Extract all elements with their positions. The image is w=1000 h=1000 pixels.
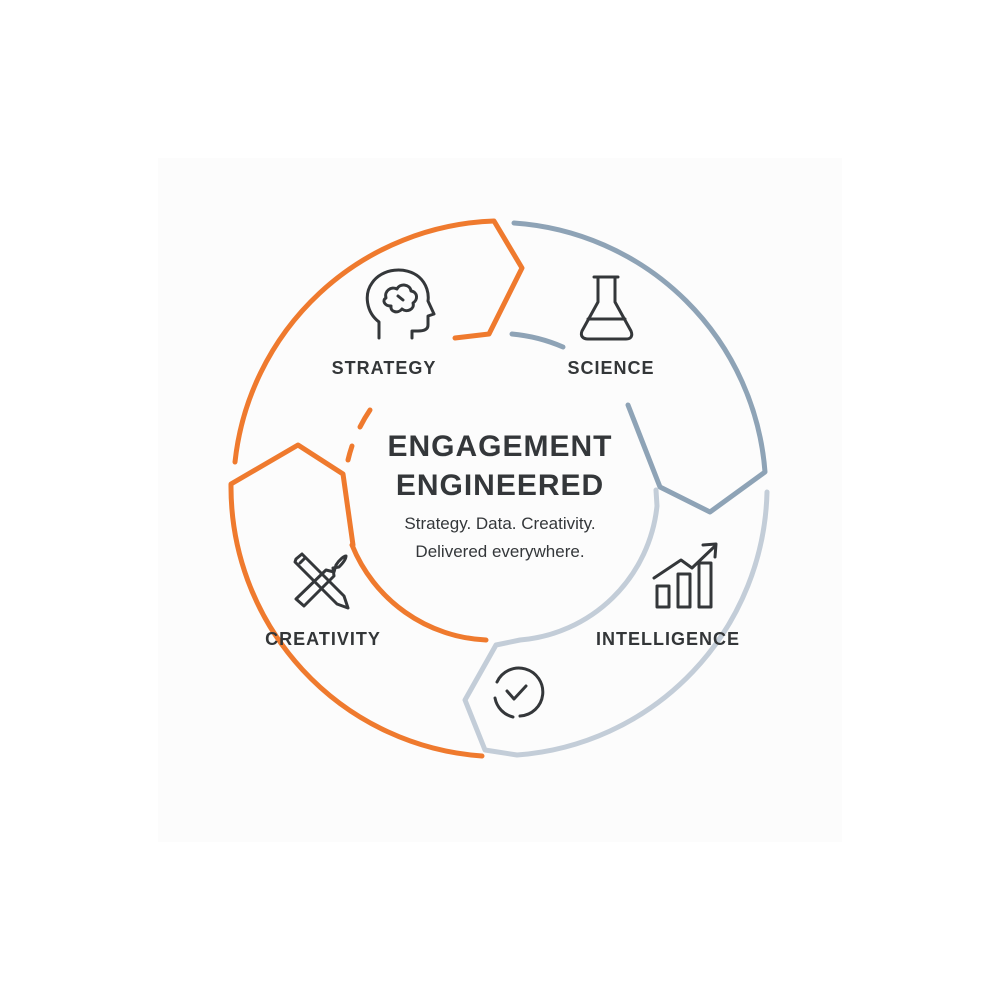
segment-label-intelligence: INTELLIGENCE bbox=[595, 629, 740, 649]
outer-arc-intelligence bbox=[462, 487, 770, 758]
segment-label-science: SCIENCE bbox=[567, 358, 655, 378]
head-brain-icon bbox=[365, 268, 436, 340]
center-subtitle-line-1: Strategy. Data. Creativity. bbox=[404, 514, 596, 533]
outer-arc-science bbox=[511, 220, 768, 515]
bar-chart-trend-icon bbox=[652, 542, 718, 609]
inner-arc-strategy-top bbox=[345, 443, 355, 463]
flask-icon bbox=[579, 275, 634, 341]
segment-label-strategy: STRATEGY bbox=[331, 358, 437, 378]
center-title-line-1: ENGAGEMENT bbox=[387, 430, 613, 463]
inner-arc-creativity bbox=[349, 542, 489, 643]
inner-arc-strategy bbox=[357, 407, 373, 430]
outer-arc-creativity bbox=[228, 442, 485, 759]
segment-label-creativity: CREATIVITY bbox=[265, 629, 381, 649]
outer-arc-strategy bbox=[232, 218, 525, 465]
clock-icon bbox=[493, 666, 545, 719]
inner-arc-science bbox=[509, 331, 566, 350]
center-subtitle-line-2: Delivered everywhere. bbox=[415, 542, 585, 561]
center-title-line-2: ENGINEERED bbox=[395, 469, 605, 502]
pencil-brush-icon bbox=[293, 552, 350, 610]
